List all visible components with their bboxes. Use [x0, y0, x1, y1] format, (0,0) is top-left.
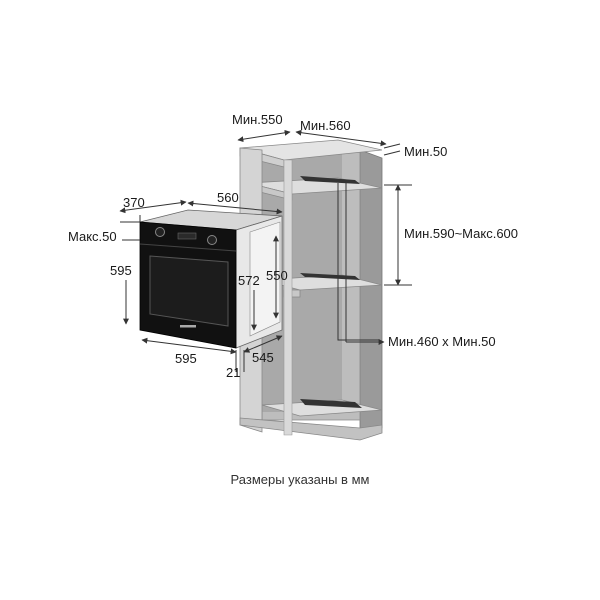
- dim-label-560: 560: [217, 190, 239, 205]
- oven-brand-logo: [180, 325, 196, 328]
- dim-label-370: 370: [123, 195, 145, 210]
- vent-slot-middle: [300, 273, 360, 280]
- oven-control-line: [139, 243, 237, 252]
- dim-label-vent: Мин.460 x Мин.50: [388, 334, 496, 349]
- oven-knob-right: [207, 235, 217, 245]
- dim-label-21: 21: [226, 365, 240, 380]
- dim-label-niche: Мин.590~Макс.600: [404, 226, 518, 241]
- dim-line-595-width: [141, 337, 237, 355]
- dim-line-min560: [295, 129, 387, 147]
- oven-knob-left: [155, 227, 165, 237]
- vent-slot-top: [300, 176, 360, 184]
- dim-label-max50: Макс.50: [68, 229, 117, 244]
- dim-label-min550: Мин.550: [232, 112, 283, 127]
- dim-line-545: [243, 335, 283, 353]
- cabinet-right-side: [359, 149, 383, 436]
- vent-slot-bottom: [300, 399, 362, 408]
- oven-side-inner: [249, 221, 281, 337]
- dim-label-595-width: 595: [175, 351, 197, 366]
- vent-guide-line: [337, 183, 380, 341]
- dim-label-572: 572: [238, 273, 260, 288]
- oven: [139, 209, 283, 349]
- dim-label-min50: Мин.50: [404, 144, 447, 159]
- oven-window: [149, 255, 229, 327]
- dim-line-min50-b: [383, 150, 401, 156]
- oven-dimensions: 370 560 Макс.50 595 572 550 595 545 21: [68, 190, 288, 380]
- cabinet-front-right: [283, 159, 293, 436]
- dim-label-545: 545: [252, 350, 274, 365]
- cabinet-plinth: [239, 417, 383, 441]
- dim-line-min50: [383, 143, 401, 149]
- dim-label-min560: Мин.560: [300, 118, 351, 133]
- dim-label-595-height: 595: [110, 263, 132, 278]
- dimensions-caption: Размеры указаны в мм: [230, 472, 370, 487]
- cabinet-dimensions: Мин.550 Мин.560 Мин.50 Мин.590~Макс.600 …: [232, 112, 518, 349]
- oven-display: [177, 232, 197, 240]
- dim-label-550: 550: [266, 268, 288, 283]
- dim-line-560: [187, 200, 283, 215]
- dim-line-min550: [237, 129, 291, 143]
- dim-line-370: [119, 199, 187, 214]
